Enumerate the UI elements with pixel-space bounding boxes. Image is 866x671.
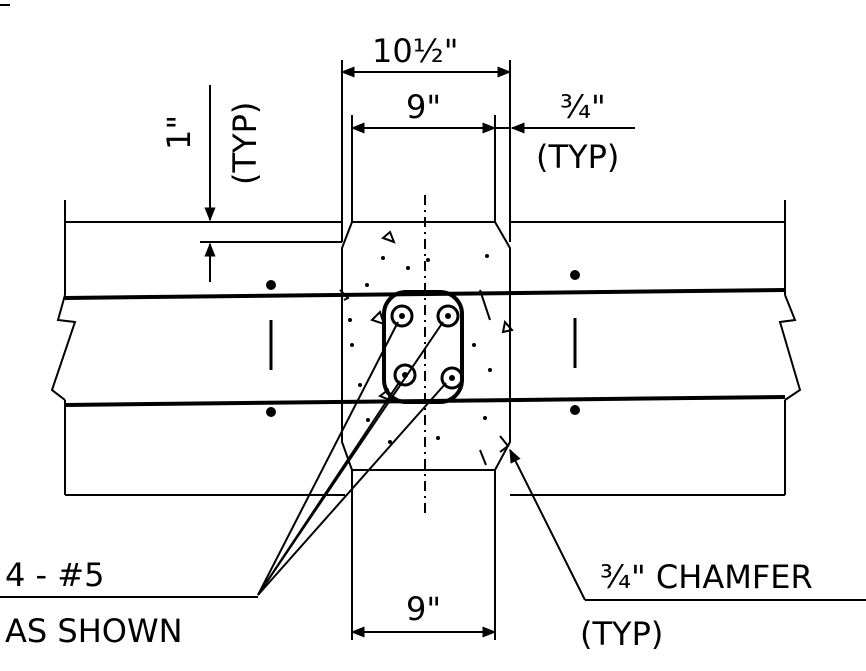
cover-note-label: (TYP) bbox=[536, 138, 619, 176]
rebar-bottom-right bbox=[440, 366, 464, 390]
rebar-note-label: AS SHOWN bbox=[5, 612, 183, 650]
rebar-bottom-left bbox=[393, 363, 417, 387]
rebar-count-label: 4 - #5 bbox=[5, 556, 104, 594]
top-width-label: 9" bbox=[406, 88, 441, 126]
chamfer-note-label: (TYP) bbox=[580, 615, 663, 653]
bottom-width-label: 9" bbox=[406, 590, 441, 628]
cover-label: ¾" bbox=[560, 88, 606, 126]
chamfer-leader bbox=[509, 448, 586, 601]
right-break-line bbox=[778, 294, 802, 401]
recess-label: 1" bbox=[160, 115, 198, 150]
rebar-bars bbox=[390, 304, 464, 390]
chamfer-label: ¾" CHAMFER bbox=[600, 558, 813, 596]
left-break-line bbox=[50, 294, 77, 401]
overall-width-label: 10½" bbox=[372, 32, 458, 70]
left-slab bbox=[50, 200, 345, 496]
right-vertical-bar bbox=[570, 270, 580, 415]
rebar-top-left bbox=[390, 304, 414, 328]
rebar-top-right bbox=[436, 304, 460, 328]
tie-stirrup bbox=[382, 290, 464, 404]
left-vertical-bar bbox=[266, 280, 276, 417]
rebar-leaders bbox=[257, 321, 447, 596]
right-slab bbox=[509, 200, 802, 496]
recess-note-label: (TYP) bbox=[226, 102, 264, 185]
